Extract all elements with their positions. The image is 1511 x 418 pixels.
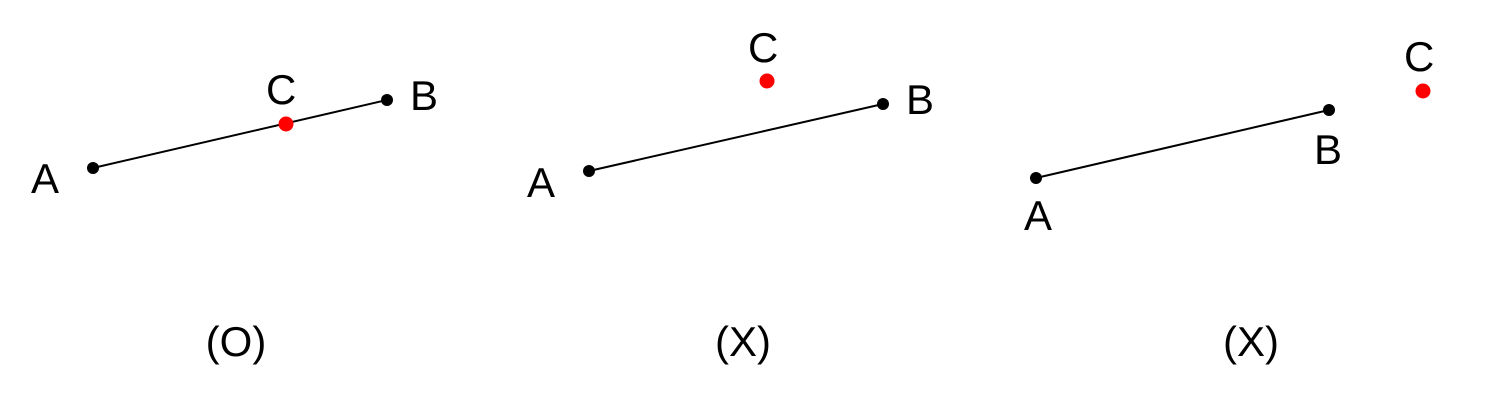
segment-ab (92, 99, 388, 169)
point-a (583, 165, 595, 177)
point-c-label: C (266, 66, 296, 113)
panel-2: A B C (X) (527, 24, 934, 365)
point-a-label: A (1024, 192, 1052, 239)
point-b (877, 98, 889, 110)
point-b-label: B (906, 76, 934, 123)
verdict-label: (X) (1223, 318, 1279, 365)
point-a-label: A (31, 155, 59, 202)
verdict-label: (X) (715, 318, 771, 365)
point-b (1323, 104, 1335, 116)
point-c-label: C (1404, 33, 1434, 80)
verdict-label: (O) (206, 318, 267, 365)
point-a-label: A (527, 159, 555, 206)
segment-ab (588, 103, 884, 172)
point-a (1030, 172, 1042, 184)
segment-ab (1035, 109, 1330, 179)
panel-3: A B C (X) (1024, 33, 1434, 365)
point-a (87, 162, 99, 174)
point-b-label: B (1314, 126, 1342, 173)
point-b (381, 94, 393, 106)
point-c (278, 116, 294, 132)
point-c (1415, 83, 1431, 99)
point-c-label: C (748, 24, 778, 71)
point-b-label: B (410, 72, 438, 119)
point-c (759, 73, 775, 89)
panel-1: A B C (O) (31, 66, 438, 365)
